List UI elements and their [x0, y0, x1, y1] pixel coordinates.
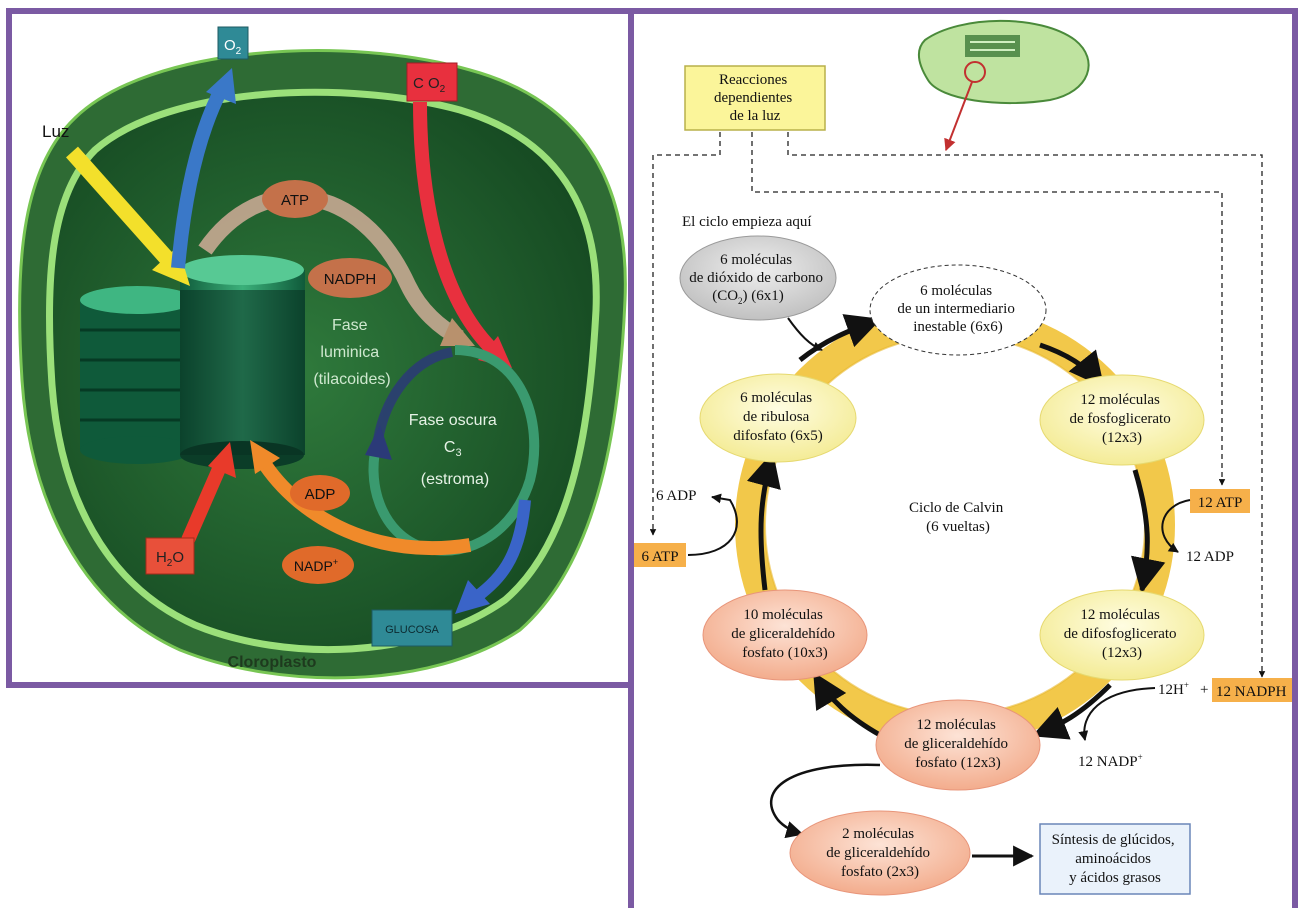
thylakoid-stack-left [80, 286, 195, 464]
cycle-arrows [746, 314, 1166, 740]
light-reactions-label: Reacciones dependientes de la luz [714, 72, 796, 124]
adp-6-label: 6 ADP [656, 488, 696, 504]
chloroplast-caption: Cloroplasto [228, 654, 317, 671]
left-panel-frame [6, 8, 634, 688]
nadph-label: NADPH [324, 271, 377, 288]
light-phase-label: Fase luminica (tilacoides) [313, 317, 390, 388]
thylakoid-stack-right [180, 255, 305, 469]
diphosphoglycerate-label: 12 moléculas de difosfoglicerato (12x3) [1064, 607, 1181, 661]
atp-12-box [1190, 489, 1250, 513]
diphosphoglycerate-node [1039, 589, 1205, 681]
h2o-arrow [181, 459, 229, 543]
atp-label: ATP [281, 192, 309, 209]
dark-phase-label: Fase oscura C3 (estroma) [409, 412, 502, 488]
co2-entry-arrow [787, 317, 823, 352]
light-label: Luz [42, 122, 69, 141]
atp-badge [262, 180, 328, 218]
adp-nadp-return-arrow [256, 456, 472, 556]
chloroplast-icon [917, 19, 1090, 152]
o2-label: O2 [224, 37, 242, 57]
right-panel-frame [628, 8, 1298, 908]
rubp-label: 6 moléculas de ribulosa difosfato (6x5) [733, 390, 823, 444]
nadph-12-arrow [1078, 687, 1156, 741]
dark-phase-ring-head [365, 425, 392, 460]
energy-dashed-lines [649, 132, 1266, 678]
h2o-arrow-head [208, 442, 236, 478]
atp-6-label: 6 ATP [641, 549, 678, 565]
g3p-2-node [789, 810, 971, 896]
nadp-badge [282, 546, 354, 584]
o2-label-box [217, 26, 249, 60]
nadph-12-label: 12 NADPH [1216, 684, 1287, 700]
chloroplast-panel: Luz O2 C O2 ATP NADPH Fase luminica (til… [18, 26, 627, 680]
calvin-cycle-panel: Reacciones dependientes de la luz El cic… [634, 19, 1292, 896]
o2-arrow [171, 84, 229, 269]
synthesis-box [1039, 823, 1191, 895]
o2-arrow-head [206, 68, 236, 104]
calvin-center-label: Ciclo de Calvin (6 vueltas) [909, 500, 1007, 535]
g3p-12-label: 12 moléculas de gliceraldehído fosfato (… [904, 717, 1011, 771]
phosphoglycerate-label: 12 moléculas de fosfoglicerato (12x3) [1070, 392, 1175, 446]
g3p-10-label: 10 moléculas de gliceraldehído fosfato (… [731, 607, 838, 661]
atp-6-box [634, 543, 686, 567]
nadph-badge [308, 258, 392, 298]
intermediate-node [869, 264, 1047, 356]
atp-6-arrow [687, 493, 738, 556]
intermediate-label: 6 moléculas de un intermediario inestabl… [897, 283, 1018, 335]
light-arrow [66, 146, 176, 268]
nadph-12-box [1212, 678, 1292, 702]
plus-sign: + [1200, 682, 1208, 698]
co2-label: C O2 [413, 75, 446, 95]
g3p-12-node [875, 699, 1041, 791]
dark-phase-ring [368, 345, 540, 556]
synthesis-label: Síntesis de glúcidos, aminoácidos y ácid… [1052, 832, 1179, 886]
adp-12-label: 12 ADP [1186, 549, 1234, 565]
g3p-10-node [702, 589, 868, 681]
adp-label: ADP [305, 486, 336, 503]
rubp-node [699, 373, 857, 463]
h-12-label: 12H+ [1158, 680, 1189, 698]
glucose-arrow-head [455, 580, 490, 614]
light-reactions-box [684, 65, 826, 131]
h2o-label-box [145, 537, 195, 575]
glucosa-label-box [371, 609, 453, 647]
glucosa-label: GLUCOSA [385, 624, 439, 636]
atp-12-arrow [1161, 499, 1191, 553]
co2-arrow [413, 101, 500, 358]
exit-branch-arrow [769, 763, 881, 839]
h2o-label: H2O [156, 549, 184, 569]
cycle-start-label: El ciclo empieza aquí [682, 214, 812, 230]
atp-12-label: 12 ATP [1198, 495, 1243, 511]
nadp-label: NADP+ [294, 557, 338, 574]
phosphoglycerate-node [1039, 374, 1205, 466]
atp-nadph-flow-head [440, 318, 475, 346]
co2-molecules-label: 6 moléculas de dióxido de carbono (CO2) … [689, 252, 826, 306]
atp-nadph-flow-arrow [198, 189, 464, 346]
adp-badge [290, 475, 350, 511]
dark-phase-return [373, 347, 454, 441]
co2-label-box [406, 62, 458, 102]
adp-nadp-return-head [250, 440, 280, 474]
nadp-12-label: 12 NADP+ [1078, 752, 1143, 770]
co2-molecules-node [679, 235, 837, 321]
g3p-2-label: 2 moléculas de gliceraldehído fosfato (2… [826, 826, 933, 880]
